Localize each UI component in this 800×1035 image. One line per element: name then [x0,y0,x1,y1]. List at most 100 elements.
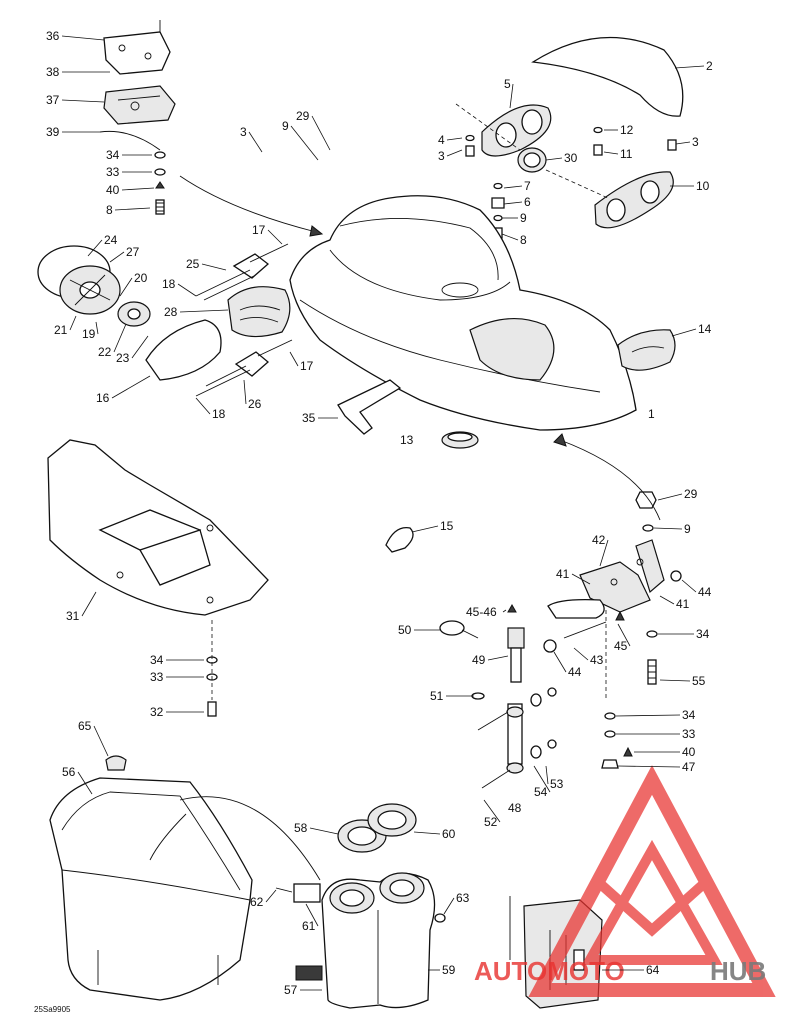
leader-line-40 [121,187,155,191]
callout-62: 62 [250,895,264,909]
callout-41: 41 [676,597,690,611]
leader-line-45 [617,623,631,647]
callout-9: 9 [282,119,289,133]
callout-labels: 1233345678899910111213141516171718181920… [46,29,713,997]
part-50-clamp [439,620,479,639]
callout-9: 9 [520,211,527,225]
leader-line-14 [671,328,697,337]
part-39-cable [99,130,161,151]
leader-line-17 [267,229,283,245]
leader-line-3 [248,131,263,153]
callout-43: 43 [590,653,604,667]
callout-47: 47 [682,760,696,774]
part-fastener-stack-top-left [154,151,166,215]
callout-3: 3 [692,135,699,149]
callout-53: 53 [550,777,564,791]
leader-line-45-46 [502,609,507,613]
part-36-bracket [103,20,171,75]
part-35-handle [337,379,402,435]
part-16-lens [145,319,222,381]
callout-9: 9 [684,522,691,536]
part-48-column [471,687,557,789]
callout-7: 7 [524,179,531,193]
leader-line-42 [599,539,609,567]
callout-22: 22 [98,345,112,359]
callout-25: 25 [186,257,200,271]
part-30-gauge [517,147,547,173]
leader-line-30 [545,157,563,161]
leader-line-27 [109,251,125,263]
callout-40: 40 [106,183,120,197]
callout-28: 28 [164,305,178,319]
part-22-hub [117,301,151,327]
leader-line-16 [111,375,151,399]
leader-line-9 [653,527,683,530]
leader-line-6 [503,201,523,205]
leader-line-43 [573,647,589,661]
part-5-gauge-bezel [481,104,552,157]
callout-56: 56 [62,765,76,779]
callout-57: 57 [284,983,298,997]
leader-line-61 [305,903,319,927]
callout-24: 24 [104,233,118,247]
leader-line-18 [177,283,197,297]
callout-52: 52 [484,815,498,829]
callout-59: 59 [442,963,456,977]
part-fasteners-42 [507,491,682,685]
callout-61: 61 [302,919,316,933]
callout-29: 29 [296,109,310,123]
callout-3: 3 [438,149,445,163]
part-1-top-cover [289,195,637,431]
part-28-mirror-housing [227,286,291,338]
callout-34: 34 [696,627,710,641]
callout-13: 13 [400,433,414,447]
callout-49: 49 [472,653,486,667]
part-37-housing [103,85,176,125]
callout-50: 50 [398,623,412,637]
leader-line-31 [81,591,97,617]
callout-33: 33 [150,670,164,684]
part-2-windshield [531,36,684,117]
drawing-code: 25Sa9905 [34,1005,71,1014]
callout-36: 36 [46,29,60,43]
leader-line-37 [61,99,105,103]
watermark-logo [528,765,776,997]
callout-16: 16 [96,391,110,405]
callout-2: 2 [706,59,713,73]
callout-55: 55 [692,674,706,688]
callout-18: 18 [162,277,176,291]
callout-31: 31 [66,609,80,623]
leader-line-63 [443,897,455,915]
part-13-grommet [441,431,479,449]
callout-60: 60 [442,827,456,841]
part-57-label [295,965,323,981]
part-31-bottom-panel [47,439,269,616]
callout-33: 33 [682,727,696,741]
leader-line-19 [95,321,99,335]
callout-34: 34 [150,653,164,667]
leader-line-18 [195,397,211,415]
callout-26: 26 [248,397,262,411]
callout-64: 64 [646,963,660,977]
leader-line-56 [77,771,93,795]
leader-line-47 [617,765,681,768]
leader-line-8 [501,233,519,241]
callout-21: 21 [54,323,68,337]
leader-line-44 [553,651,567,673]
callout-65: 65 [78,719,92,733]
leader-line-62 [265,889,277,903]
leader-line-34 [615,714,681,717]
leader-line-23 [131,335,149,359]
leader-line-20 [119,277,133,297]
callout-14: 14 [698,322,712,336]
callout-20: 20 [134,271,148,285]
part-56-storage-bin [49,777,253,1001]
part-62-pin [275,887,293,893]
part-42-bracket-assembly [547,539,665,619]
callout-8: 8 [106,203,113,217]
callout-4: 4 [438,133,445,147]
part-21-wheel [59,265,121,315]
callout-30: 30 [564,151,578,165]
callout-37: 37 [46,93,60,107]
